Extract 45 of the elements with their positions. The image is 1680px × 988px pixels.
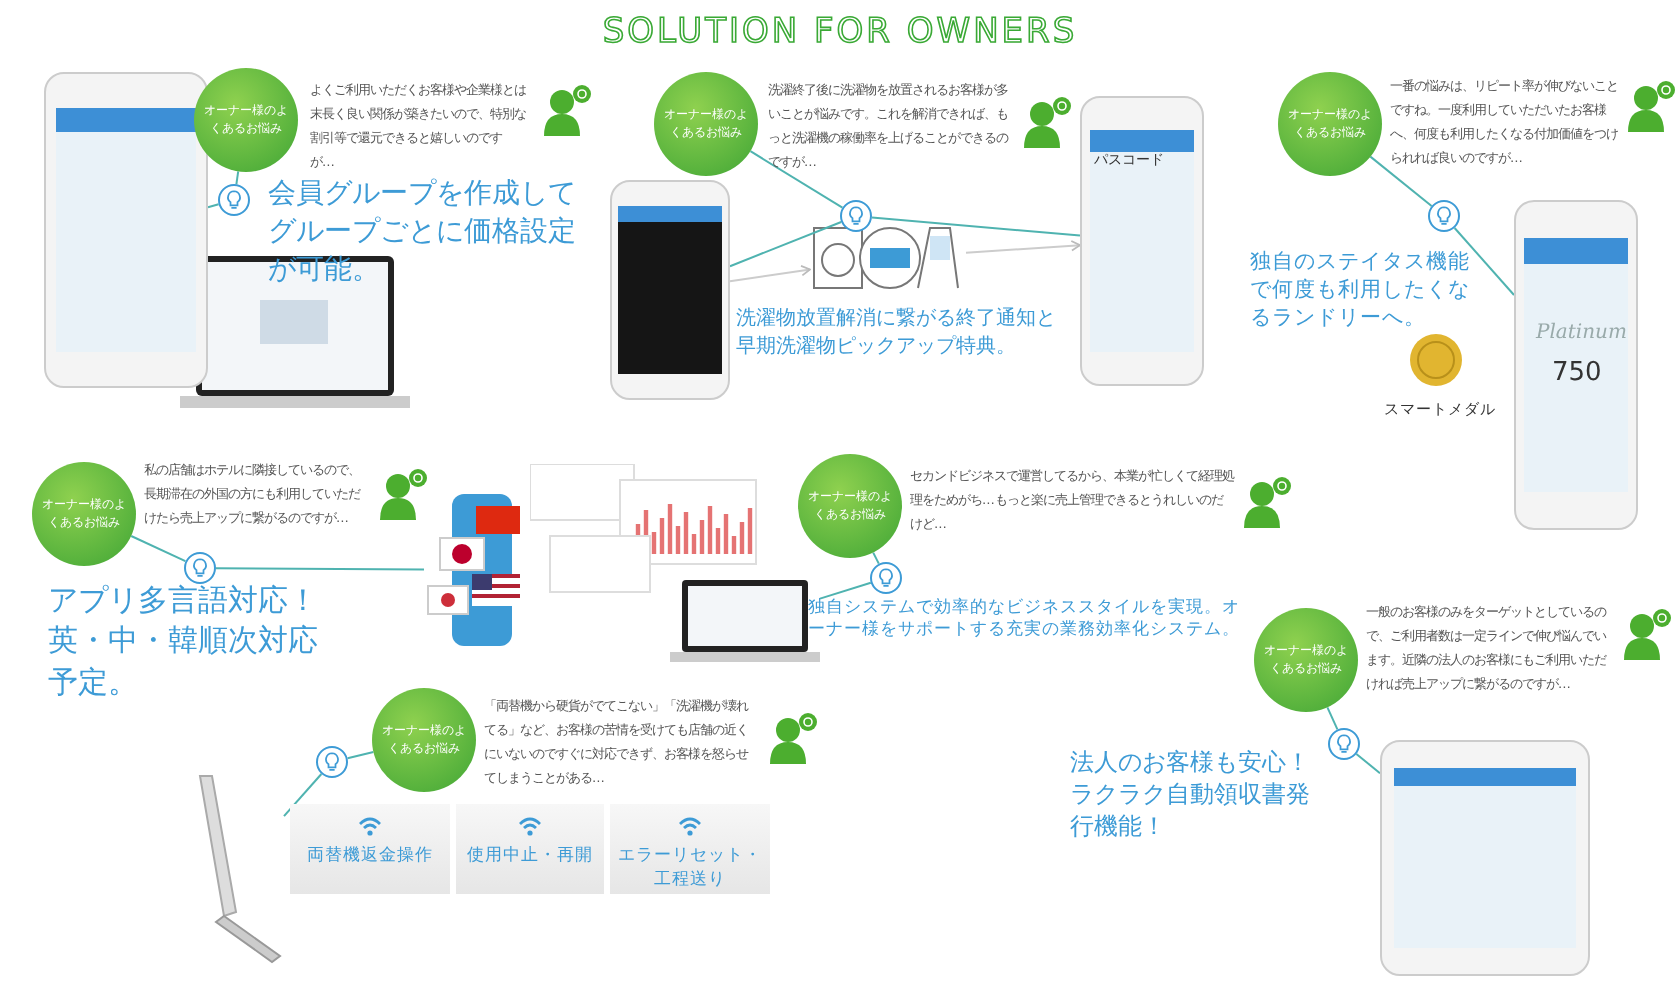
lightbulb-icon [870,562,902,594]
solution-text: 会員グループを作成してグループごとに価格設定が可能。 [268,176,578,290]
smartphone-drawing [1380,740,1590,976]
feature-label: 使用中止・再開 [465,844,595,868]
connector-line [346,751,375,760]
smartphone-drawing [44,72,208,388]
text-label: Platinum [1536,322,1627,344]
lightbulb-icon [316,746,348,778]
connector-line [1326,706,1339,731]
smartphone-drawing [1514,200,1638,530]
connector-line [749,150,844,209]
feature-panel [610,804,770,894]
flags-smartphone-drawing [424,490,524,650]
connector-line [207,203,220,209]
chevron-arrow [965,240,1081,254]
solution-text: 洗濯物放置解消に繋がる終了通知と早期洗濯物ピックアップ特典。 [736,306,1058,360]
connector-line [1453,227,1515,296]
feature-label: エラーリセット・工程送り [616,844,764,892]
lightbulb-icon [840,200,872,232]
connector-line [235,170,240,186]
lightbulb-icon [1328,728,1360,760]
lightbulb-icon [218,184,250,216]
smartphone-drawing [1080,96,1204,386]
connector-line [1355,753,1381,775]
title: SOLUTION FOR OWNERS [600,12,1080,52]
connector-line [872,551,880,565]
lightbulb-icon [1428,200,1460,232]
smartphone-drawing [610,180,730,400]
connector-line [1369,155,1433,207]
connector-line [819,581,872,600]
solution-text: 法人のお客様も安心！ラクラク自動領収書発行機能！ [1070,746,1312,844]
solution-text: 独自のステイタス機能で何度も利用したくなるランドリーへ。 [1250,248,1472,334]
connector-line [283,773,323,818]
solution-text: 独自システムで効率的なビジネススタイルを実現。オーナー様をサポートする充実の業務効率化システム。 [808,598,1242,644]
connector-line [871,216,1081,237]
feature-label: 両替機返金操作 [305,844,435,868]
connector-line [729,221,843,268]
solution-text: アプリ多言語対応！英・中・韓順次対応予定。 [48,580,320,702]
connector-line [215,567,425,571]
connector-line [130,535,187,563]
lightbulb-icon [184,552,216,584]
chevron-arrow [729,265,811,283]
feature-panel [290,804,450,894]
feature-panel [456,804,604,894]
text-label: 750 [1552,358,1602,388]
